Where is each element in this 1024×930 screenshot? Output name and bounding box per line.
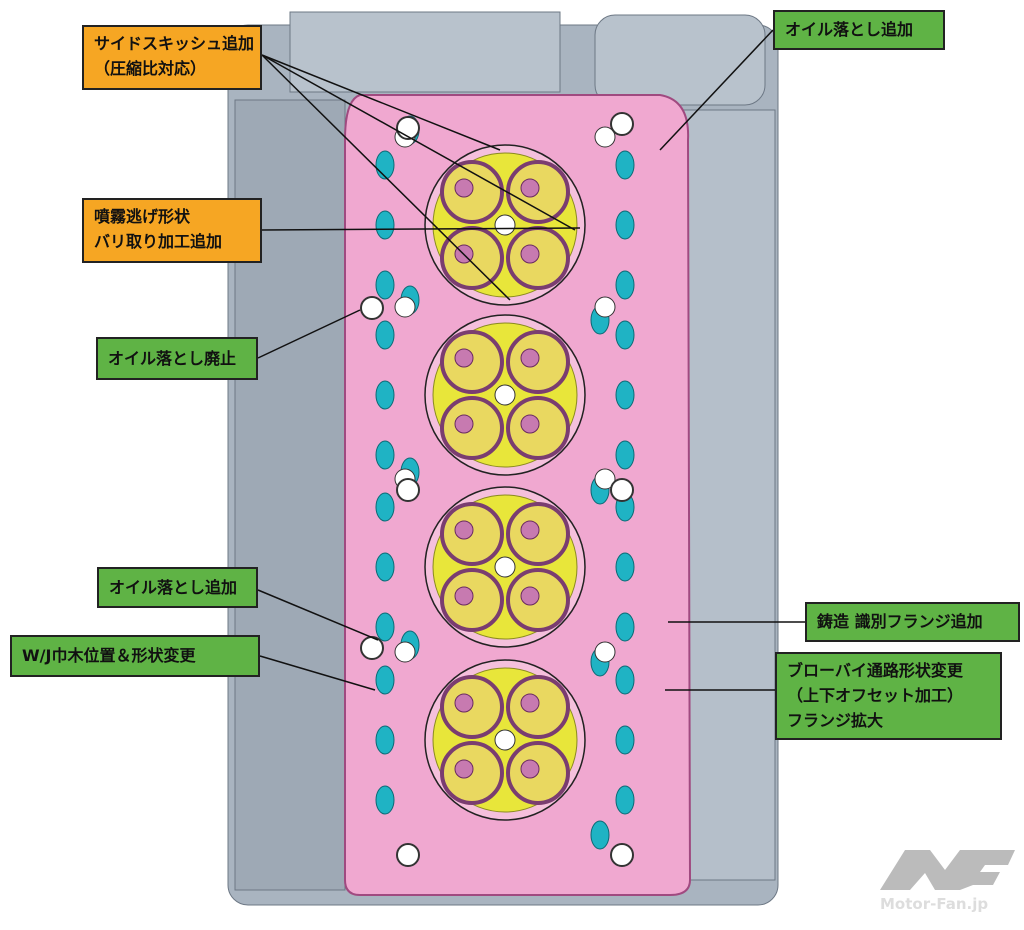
label-casting-flange: 鋳造 識別フランジ追加 xyxy=(805,602,1020,642)
bolt-hole xyxy=(594,468,616,490)
water-jacket-port xyxy=(615,665,635,695)
label-line: （圧縮比対応） xyxy=(94,59,207,78)
head-bolt-hole xyxy=(360,636,384,660)
label-line: （上下オフセット加工） xyxy=(787,686,964,705)
head-bolt-hole xyxy=(610,112,634,136)
valve-stem xyxy=(520,759,540,779)
bolt-hole xyxy=(594,641,616,663)
water-jacket-port xyxy=(375,725,395,755)
head-bolt-hole xyxy=(396,843,420,867)
bolt-hole xyxy=(594,296,616,318)
valve-stem xyxy=(454,178,474,198)
valve-stem xyxy=(520,586,540,606)
valve-stem xyxy=(520,414,540,434)
water-jacket-port xyxy=(375,612,395,642)
water-jacket-port xyxy=(375,270,395,300)
water-jacket-port xyxy=(615,725,635,755)
motor-fan-logo xyxy=(880,850,1015,890)
water-jacket-port xyxy=(615,440,635,470)
water-jacket-port xyxy=(375,440,395,470)
water-jacket-port xyxy=(615,320,635,350)
valve-stem xyxy=(454,586,474,606)
head-bolt-hole xyxy=(396,116,420,140)
valve-stem xyxy=(520,693,540,713)
water-jacket-port xyxy=(375,320,395,350)
valve-stem xyxy=(520,520,540,540)
label-line: バリ取り加工追加 xyxy=(94,232,223,251)
label-line: ブローバイ通路形状変更 xyxy=(787,661,963,680)
label-side-squish: サイドスキッシュ追加 （圧縮比対応） xyxy=(82,25,262,90)
bolt-hole xyxy=(394,296,416,318)
water-jacket-port xyxy=(375,380,395,410)
valve-stem xyxy=(454,348,474,368)
water-jacket-port xyxy=(375,552,395,582)
label-oil-drain-added-top: オイル落とし追加 xyxy=(773,10,945,50)
watermark-text: Motor-Fan.jp xyxy=(880,895,989,913)
head-bolt-hole xyxy=(396,478,420,502)
label-blowby: ブローバイ通路形状変更 （上下オフセット加工） フランジ拡大 xyxy=(775,652,1002,740)
water-jacket-port xyxy=(615,210,635,240)
label-wj-skirting: W/J巾木位置＆形状変更 xyxy=(10,635,260,677)
label-spray-escape: 噴霧逃げ形状バリ取り加工追加 xyxy=(82,198,262,263)
valve-stem xyxy=(454,414,474,434)
water-jacket-port xyxy=(375,150,395,180)
label-oil-drain-added-left: オイル落とし追加 xyxy=(97,567,258,608)
water-jacket-port xyxy=(590,820,610,850)
water-jacket-port xyxy=(615,552,635,582)
spark-plug-hole xyxy=(494,214,516,236)
head-bolt-hole xyxy=(360,296,384,320)
water-jacket-port xyxy=(615,380,635,410)
label-oil-drain-removed: オイル落とし廃止 xyxy=(96,337,258,380)
valve-stem xyxy=(520,244,540,264)
label-line: サイドスキッシュ追加 xyxy=(94,34,255,53)
cylinders xyxy=(360,112,635,867)
spark-plug-hole xyxy=(494,729,516,751)
valve-stem xyxy=(454,520,474,540)
valve-stem xyxy=(454,759,474,779)
water-jacket-port xyxy=(615,785,635,815)
water-jacket-port xyxy=(375,785,395,815)
water-jacket-port xyxy=(375,492,395,522)
spark-plug-hole xyxy=(494,384,516,406)
valve-stem xyxy=(520,348,540,368)
spark-plug-hole xyxy=(494,556,516,578)
leader-lines xyxy=(257,29,805,691)
water-jacket-port xyxy=(375,665,395,695)
label-line: フランジ拡大 xyxy=(787,711,884,730)
water-jacket-port xyxy=(615,270,635,300)
bolt-hole xyxy=(594,126,616,148)
water-jacket-port xyxy=(375,210,395,240)
bolt-hole xyxy=(394,641,416,663)
label-line: 噴霧逃げ形状 xyxy=(94,207,191,226)
water-jacket-port xyxy=(615,150,635,180)
head-bolt-hole xyxy=(610,478,634,502)
head-bolt-hole xyxy=(610,843,634,867)
water-jacket-port xyxy=(615,612,635,642)
valve-stem xyxy=(520,178,540,198)
valve-stem xyxy=(454,693,474,713)
